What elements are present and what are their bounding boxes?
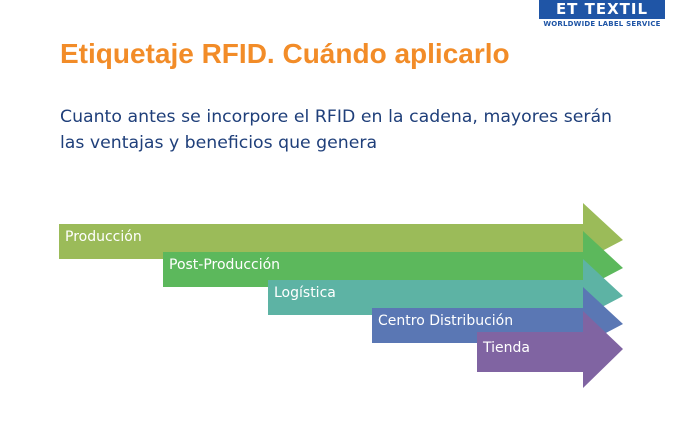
slide-subtitle: Cuanto antes se incorpore el RFID en la …	[60, 107, 612, 153]
stage-label: Centro Distribución	[378, 313, 514, 329]
stage-label: Producción	[65, 229, 142, 245]
arrow-shape	[163, 231, 623, 289]
stage-arrow-centro-distribucion: Centro Distribución	[372, 287, 623, 345]
arrow-shape	[59, 203, 623, 261]
stage-arrow-logistica: Logística	[268, 259, 623, 317]
stage-arrow-tienda: Tienda	[477, 311, 623, 388]
stage-label: Post-Producción	[169, 257, 281, 273]
stage-arrow-post-produccion: Post-Producción	[163, 231, 623, 289]
company-logo: ET TEXTIL WORLDWIDE LABEL SERVICE	[539, 0, 665, 30]
stage-label: Logística	[274, 285, 336, 301]
stage-label: Tienda	[483, 340, 530, 356]
logo-tagline: WORLDWIDE LABEL SERVICE	[543, 20, 661, 28]
arrow-shape	[268, 259, 623, 317]
arrow-shape	[477, 311, 623, 388]
slide-title: Etiquetaje RFID. Cuándo aplicarlo	[60, 38, 510, 69]
stage-arrow-produccion: Producción	[59, 203, 623, 261]
logo-brand: ET TEXTIL	[539, 0, 665, 19]
arrow-shape	[372, 287, 623, 345]
